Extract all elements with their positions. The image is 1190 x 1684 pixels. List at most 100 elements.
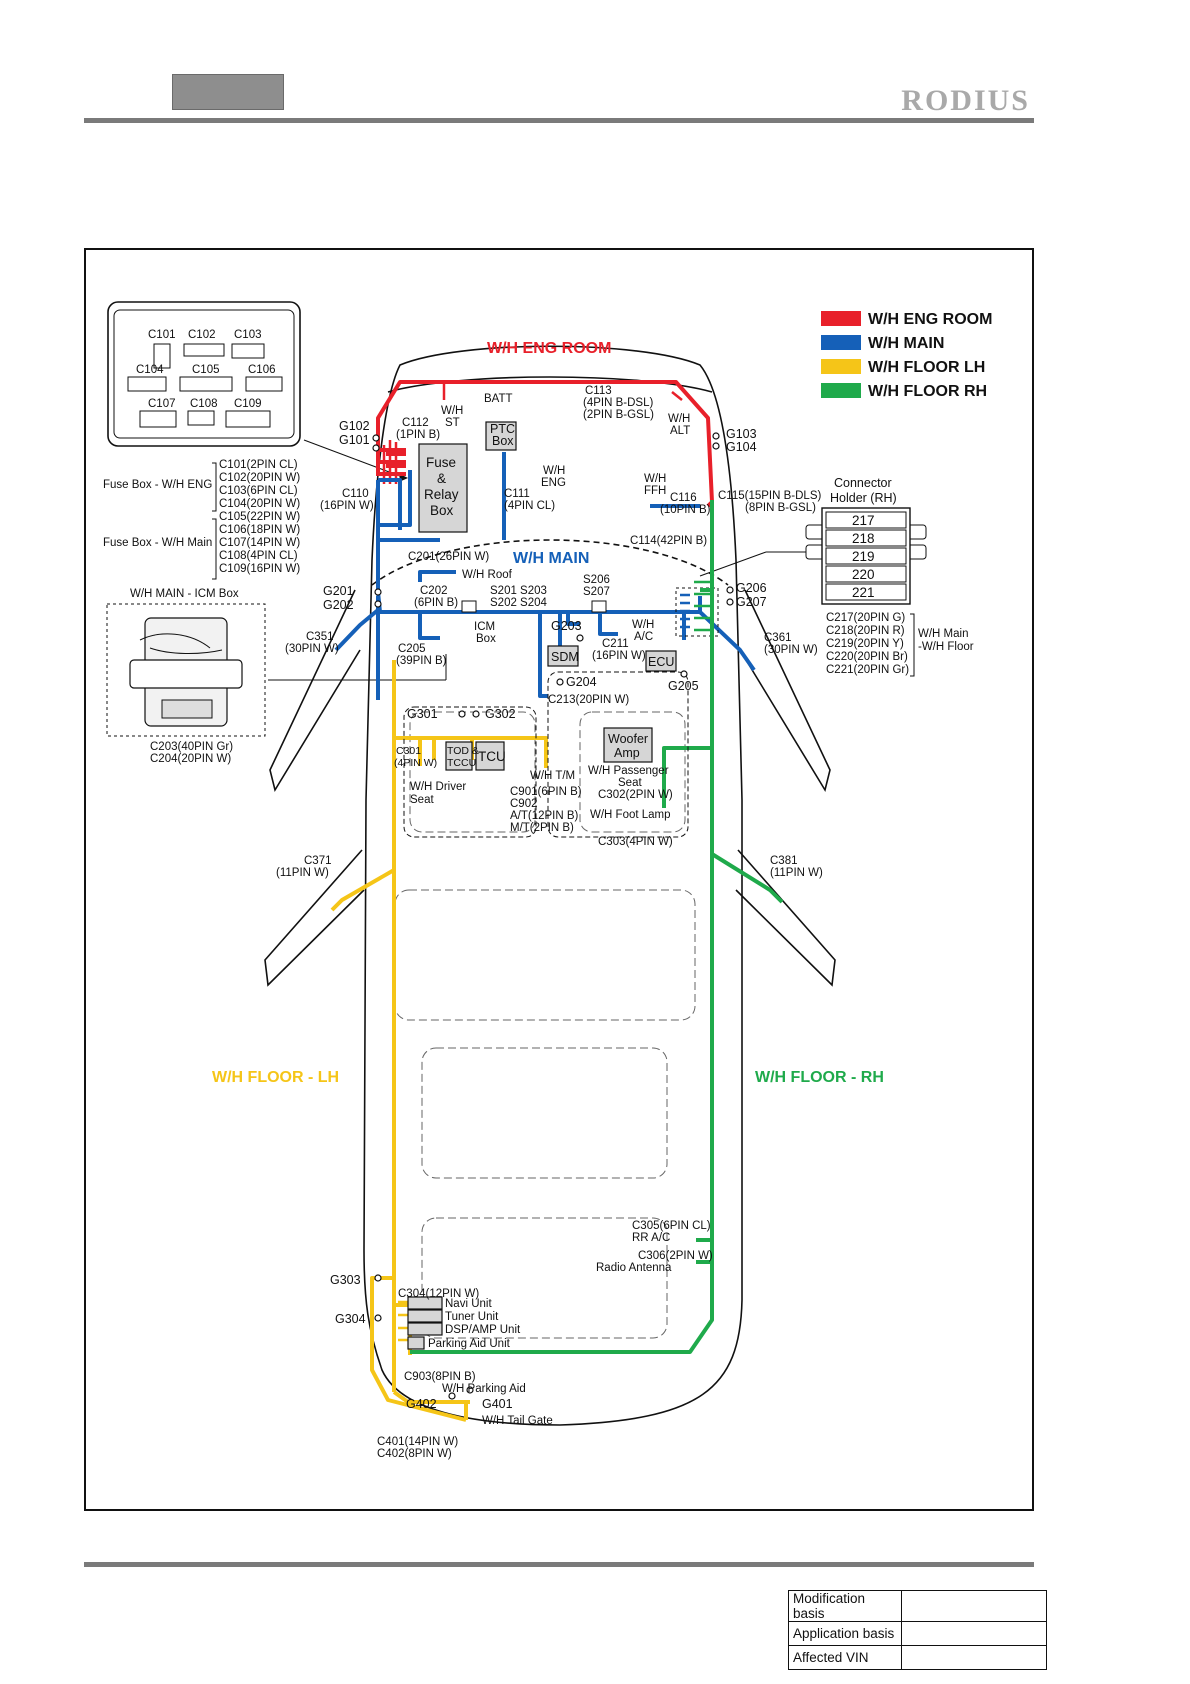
legend-swatch-main bbox=[821, 335, 861, 350]
label-woofer-1: Woofer bbox=[608, 732, 648, 746]
section-title-floor-rh: W/H FLOOR - RH bbox=[755, 1069, 884, 1086]
affected-vin-value bbox=[901, 1645, 1047, 1670]
label-c116-2: (10PIN B) bbox=[660, 504, 711, 516]
label-tod-2: TCCU bbox=[447, 757, 476, 769]
label-c903: C903(8PIN B) bbox=[404, 1371, 476, 1383]
holder-note-2: -W/H Floor bbox=[918, 641, 974, 653]
holder-slot-218: 218 bbox=[852, 531, 875, 546]
label-c211-1: C211 bbox=[602, 638, 629, 650]
label-c902: C902 bbox=[510, 798, 538, 810]
table-row: Affected VIN bbox=[788, 1645, 1047, 1670]
label-fuse-1: Fuse bbox=[426, 455, 456, 470]
label-wh-driver-1: W/H Driver bbox=[410, 781, 466, 793]
legend-label-floor-lh: W/H FLOOR LH bbox=[868, 359, 985, 376]
label-radio: Radio Antenna bbox=[596, 1262, 672, 1274]
holder-note-1: W/H Main bbox=[918, 628, 968, 640]
header-tab bbox=[172, 74, 284, 110]
label-ptc-1: PTC bbox=[490, 422, 515, 436]
label-c305: C305(6PIN CL) bbox=[632, 1220, 711, 1232]
fuse-conn-c103: C103 bbox=[234, 329, 262, 341]
label-wh-tm: W/H T/M bbox=[530, 770, 575, 782]
label-c113-2: (4PIN B-DSL) bbox=[583, 397, 653, 409]
label-s201: S201 S203 bbox=[490, 585, 547, 597]
holder-slot-221: 221 bbox=[852, 585, 875, 600]
fuse-list-c102: C102(20PIN W) bbox=[219, 472, 300, 484]
harness-floor-rh-holder bbox=[694, 580, 712, 632]
fuse-conn-c105: C105 bbox=[192, 364, 220, 376]
label-c351-2: (30PIN W) bbox=[285, 643, 339, 655]
label-g302: G302 bbox=[485, 707, 516, 721]
fuse-conn-c108: C108 bbox=[190, 398, 218, 410]
fuse-conn-c101: C101 bbox=[148, 329, 176, 341]
fuse-list-c101: C101(2PIN CL) bbox=[219, 459, 298, 471]
ground-symbols bbox=[372, 432, 734, 1400]
modification-basis-value bbox=[901, 1590, 1047, 1622]
label-c113-3: (2PIN B-GSL) bbox=[583, 409, 654, 421]
fuse-conn-c109: C109 bbox=[234, 398, 262, 410]
vehicle-outline bbox=[264, 345, 836, 1426]
icm-c203-label: C203(40PIN Gr) bbox=[150, 741, 233, 753]
label-wh-ac-1: W/H bbox=[632, 619, 654, 631]
table-row: Modification basis bbox=[788, 1590, 1047, 1622]
holder-slot-219: 219 bbox=[852, 549, 875, 564]
legend-label-main: W/H MAIN bbox=[868, 335, 944, 352]
affected-vin-label: Affected VIN bbox=[788, 1645, 902, 1670]
label-g103: G103 bbox=[726, 427, 757, 441]
label-c902-mt: M/T(2PIN B) bbox=[510, 822, 574, 834]
label-c116-1: C116 bbox=[670, 492, 697, 504]
label-c112-2: (1PIN B) bbox=[396, 429, 440, 441]
label-wh-ffh-1: W/H bbox=[644, 473, 666, 485]
legend-swatch-eng bbox=[821, 311, 861, 326]
fuse-list-c108: C108(4PIN CL) bbox=[219, 550, 298, 562]
label-wh-driver-2: Seat bbox=[410, 794, 434, 806]
icm-c204-label: C204(20PIN W) bbox=[150, 753, 231, 765]
harness-main-holder bbox=[680, 593, 690, 629]
legend-swatch-floor-lh bbox=[821, 359, 861, 374]
label-c112-1: C112 bbox=[402, 417, 429, 429]
holder-list-c218: C218(20PIN R) bbox=[826, 625, 905, 637]
label-c202-2: (6PIN B) bbox=[414, 597, 458, 609]
label-c205-1: C205 bbox=[398, 643, 426, 655]
holder-title-1: Connector bbox=[834, 476, 892, 490]
label-g205: G205 bbox=[668, 679, 699, 693]
holder-list-c217: C217(20PIN G) bbox=[826, 612, 905, 624]
label-fuse-4: Box bbox=[430, 503, 454, 518]
label-tcu: TCU bbox=[478, 749, 506, 764]
label-c381-2: (11PIN W) bbox=[770, 867, 823, 879]
label-c371-2: (11PIN W) bbox=[276, 867, 329, 879]
label-wh-st-1: W/H bbox=[441, 405, 463, 417]
label-parking-unit: Parking Aid Unit bbox=[428, 1338, 511, 1350]
header-rule bbox=[84, 118, 1034, 123]
fuse-conn-c106: C106 bbox=[248, 364, 276, 376]
fuse-list-c109: C109(16PIN W) bbox=[219, 563, 300, 575]
footer-rule bbox=[84, 1562, 1034, 1567]
label-wh-tail: W/H Tail Gate bbox=[482, 1415, 553, 1427]
icm-box-title: W/H MAIN - ICM Box bbox=[130, 588, 239, 600]
label-c902-at: A/T(12PIN B) bbox=[510, 810, 579, 822]
label-g207: G207 bbox=[736, 595, 767, 609]
label-navi: Navi Unit bbox=[445, 1298, 492, 1310]
label-c115-2: (8PIN B-GSL) bbox=[745, 502, 816, 514]
legend-swatch-floor-rh bbox=[821, 383, 861, 398]
label-c304: C304(12PIN W) bbox=[398, 1288, 479, 1300]
label-g401: G401 bbox=[482, 1397, 513, 1411]
label-sdm: SDM bbox=[551, 650, 579, 664]
label-fuse-2: & bbox=[437, 471, 446, 486]
label-c351-1: C351 bbox=[306, 631, 334, 643]
fuse-conn-c107: C107 bbox=[148, 398, 176, 410]
label-ecu: ECU bbox=[648, 655, 674, 669]
holder-list-c221: C221(20PIN Gr) bbox=[826, 664, 909, 676]
revision-info-table: Modification basis Application basis Aff… bbox=[788, 1590, 1047, 1670]
fuse-connector-list: C101(2PIN CL) C102(20PIN W) C103(6PIN CL… bbox=[219, 459, 300, 575]
label-c361-2: (30PIN W) bbox=[764, 644, 818, 656]
label-wh-pass-2: Seat bbox=[618, 777, 642, 789]
label-c901: C901(6PIN B) bbox=[510, 786, 582, 798]
fuse-list-c104: C104(20PIN W) bbox=[219, 498, 300, 510]
holder-list-c219: C219(20PIN Y) bbox=[826, 638, 904, 650]
label-ptc-2: Box bbox=[492, 434, 514, 448]
connector-holder-rh: Connector Holder (RH) 217 218 219 220 22… bbox=[699, 476, 974, 677]
splice-symbols bbox=[461, 600, 607, 613]
harness-eng-room-branches bbox=[382, 440, 398, 484]
icm-box-detail: W/H MAIN - ICM Box C203(40PIN Gr) C204(2… bbox=[106, 588, 266, 765]
component-boxes bbox=[403, 421, 689, 1350]
